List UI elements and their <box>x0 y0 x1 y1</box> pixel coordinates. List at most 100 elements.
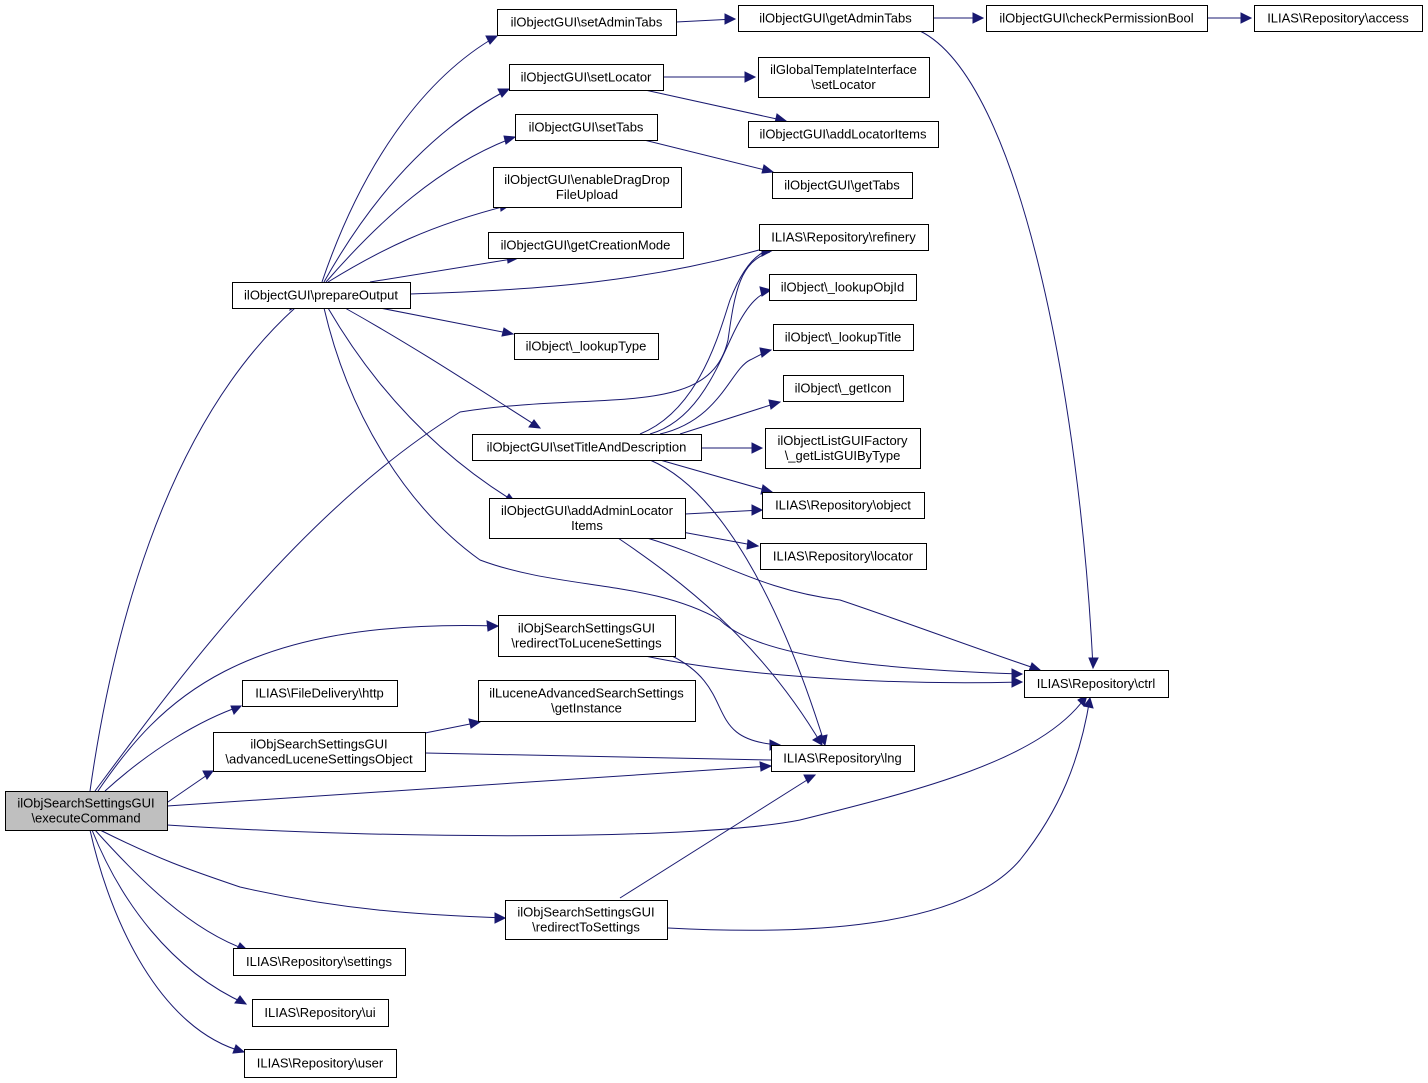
node-prepareOutput[interactable]: ilObjectGUI\prepareOutput <box>232 282 411 309</box>
node-setTabs[interactable]: ilObjectGUI\setTabs <box>515 114 658 141</box>
node-redirectToLucene[interactable]: ilObjSearchSettingsGUI\redirectToLuceneS… <box>498 615 676 657</box>
node-settings[interactable]: ILIAS\Repository\settings <box>233 948 406 976</box>
node-getTabs[interactable]: ilObjectGUI\getTabs <box>772 172 913 199</box>
node-luceneGetInstance[interactable]: ilLuceneAdvancedSearchSettings\getInstan… <box>478 680 696 722</box>
node-user[interactable]: ILIAS\Repository\user <box>244 1049 397 1078</box>
node-label: ilObjSearchSettingsGUI <box>17 796 154 811</box>
node-box <box>748 121 939 148</box>
node-box <box>493 167 682 208</box>
node-ctrl[interactable]: ILIAS\Repository\ctrl <box>1024 670 1169 698</box>
node-label: \redirectToSettings <box>532 920 640 935</box>
node-label: ILIAS\Repository\object <box>775 498 911 513</box>
node-label: \setLocator <box>811 77 876 92</box>
node-label: ILIAS\Repository\user <box>257 1056 384 1071</box>
node-label: Items <box>571 518 603 533</box>
node-setAdminTabs[interactable]: ilObjectGUI\setAdminTabs <box>497 9 677 36</box>
node-box <box>758 57 930 98</box>
node-checkPermissionBool[interactable]: ilObjectGUI\checkPermissionBool <box>986 5 1208 32</box>
node-ui[interactable]: ILIAS\Repository\ui <box>252 999 389 1027</box>
node-label: ILIAS\FileDelivery\http <box>255 686 384 701</box>
node-http[interactable]: ILIAS\FileDelivery\http <box>242 680 398 707</box>
node-box <box>765 428 921 469</box>
node-label: \executeCommand <box>31 811 140 826</box>
node-label: ilObjectGUI\addAdminLocator <box>501 503 674 518</box>
node-box <box>488 232 684 259</box>
node-root[interactable]: ilObjSearchSettingsGUI\executeCommand <box>5 791 168 831</box>
node-lookupObjId[interactable]: ilObject\_lookupObjId <box>769 274 917 301</box>
node-lookupTitle[interactable]: ilObject\_lookupTitle <box>773 324 914 351</box>
node-label: ilObject\_lookupType <box>526 339 647 354</box>
node-box <box>252 999 389 1027</box>
node-label: \getInstance <box>551 701 622 716</box>
node-listGUIFactory[interactable]: ilObjectListGUIFactory\_getListGUIByType <box>765 428 921 469</box>
node-locator[interactable]: ILIAS\Repository\locator <box>760 543 927 570</box>
node-label: FileUpload <box>556 187 618 202</box>
node-box <box>509 64 664 91</box>
node-box <box>769 274 917 301</box>
node-box <box>783 375 904 402</box>
call-nodes: ilObjSearchSettingsGUI\executeCommandilO… <box>5 5 1423 1078</box>
node-box <box>498 615 676 657</box>
node-tplSetLocator[interactable]: ilGlobalTemplateInterface\setLocator <box>758 57 930 98</box>
node-box <box>738 5 934 32</box>
node-box <box>515 114 658 141</box>
node-label: ilObjectGUI\enableDragDrop <box>504 172 669 187</box>
node-label: ilObjectGUI\getTabs <box>784 178 900 193</box>
node-access[interactable]: ILIAS\Repository\access <box>1254 5 1423 32</box>
node-box <box>233 948 406 976</box>
node-object[interactable]: ILIAS\Repository\object <box>762 492 925 519</box>
node-box <box>762 492 925 519</box>
node-box <box>505 900 668 940</box>
node-getIcon[interactable]: ilObject\_getIcon <box>783 375 904 402</box>
node-label: ILIAS\Repository\ctrl <box>1037 676 1156 691</box>
node-label: ilObjectGUI\prepareOutput <box>244 288 398 303</box>
node-getAdminTabs[interactable]: ilObjectGUI\getAdminTabs <box>738 5 934 32</box>
node-addLocatorItems[interactable]: ilObjectGUI\addLocatorItems <box>748 121 939 148</box>
arrowheads <box>202 12 1253 1054</box>
node-label: ilGlobalTemplateInterface <box>770 62 917 77</box>
node-box <box>5 791 168 831</box>
node-redirectToSettings[interactable]: ilObjSearchSettingsGUI\redirectToSetting… <box>505 900 668 940</box>
node-setLocator[interactable]: ilObjectGUI\setLocator <box>509 64 664 91</box>
node-box <box>472 434 702 461</box>
node-label: ilObjectGUI\setLocator <box>521 70 652 85</box>
node-box <box>514 333 659 360</box>
node-box <box>489 498 686 539</box>
node-label: ilObjectGUI\checkPermissionBool <box>999 11 1193 26</box>
node-label: ilObjectGUI\getAdminTabs <box>759 11 912 26</box>
node-label: ILIAS\Repository\locator <box>773 549 914 564</box>
node-label: ilObject\_lookupObjId <box>781 280 905 295</box>
node-label: ILIAS\Repository\ui <box>264 1005 375 1020</box>
node-box <box>213 732 426 772</box>
node-label: ilObjSearchSettingsGUI <box>517 905 654 920</box>
node-label: ILIAS\Repository\access <box>1267 11 1409 26</box>
node-label: \advancedLuceneSettingsObject <box>225 752 413 767</box>
node-label: ilObjectGUI\setTitleAndDescription <box>487 440 687 455</box>
node-lookupType[interactable]: ilObject\_lookupType <box>514 333 659 360</box>
node-label: ILIAS\Repository\refinery <box>771 230 916 245</box>
node-label: ilObjectGUI\setTabs <box>529 120 644 135</box>
node-lng[interactable]: ILIAS\Repository\lng <box>771 745 915 772</box>
node-box <box>760 543 927 570</box>
node-label: ilObject\_lookupTitle <box>785 330 902 345</box>
node-box <box>497 9 677 36</box>
node-label: ilObjectGUI\addLocatorItems <box>760 127 927 142</box>
node-box <box>242 680 398 707</box>
node-label: ilObjSearchSettingsGUI <box>518 621 655 636</box>
node-setTitleAndDescription[interactable]: ilObjectGUI\setTitleAndDescription <box>472 434 702 461</box>
node-box <box>1254 5 1423 32</box>
node-label: ilObjectGUI\setAdminTabs <box>511 15 663 30</box>
node-advancedLucene[interactable]: ilObjSearchSettingsGUI\advancedLuceneSet… <box>213 732 426 772</box>
node-refinery[interactable]: ILIAS\Repository\refinery <box>759 224 929 251</box>
node-box <box>1024 670 1169 698</box>
node-label: ilObjectListGUIFactory <box>777 433 908 448</box>
node-box <box>986 5 1208 32</box>
node-box <box>759 224 929 251</box>
node-box <box>771 745 915 772</box>
node-box <box>772 172 913 199</box>
node-getCreationMode[interactable]: ilObjectGUI\getCreationMode <box>488 232 684 259</box>
node-label: \_getListGUIByType <box>785 448 901 463</box>
